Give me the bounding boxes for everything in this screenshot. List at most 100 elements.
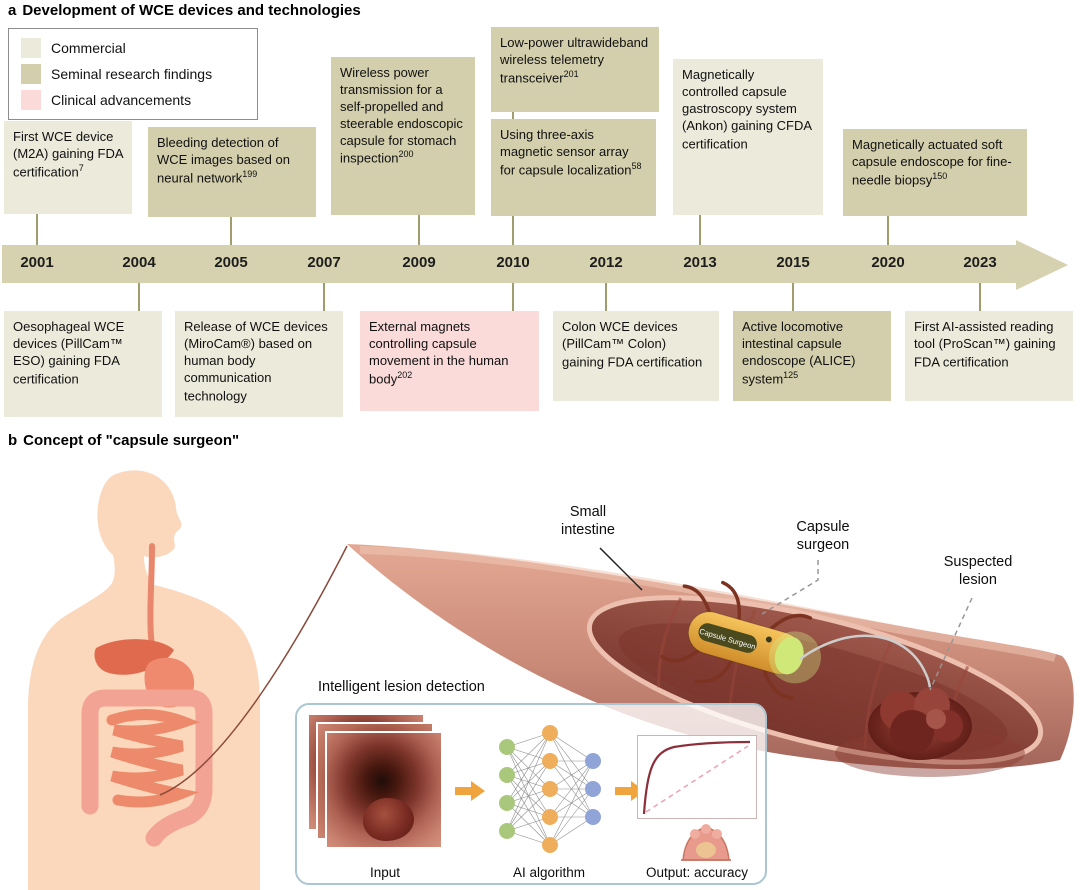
event-text: Oesophageal WCE devices (PillCam™ ESO) g… xyxy=(13,319,125,386)
timeline-event-2020: Magnetically actuated soft capsule endos… xyxy=(843,129,1027,216)
tick-2013 xyxy=(699,215,701,245)
event-ref: 202 xyxy=(397,369,413,380)
timeline-year: 2020 xyxy=(871,254,905,271)
timeline-event-2015: Active locomotive intestinal capsule end… xyxy=(733,311,891,401)
lesion-in-image xyxy=(363,798,414,842)
legend-label: Seminal research findings xyxy=(51,66,213,82)
timeline-arrowhead xyxy=(1016,240,1068,290)
panel-a-title-text: Development of WCE devices and technolog… xyxy=(22,2,361,19)
tick-2010-above xyxy=(512,216,514,245)
panel-a-letter: a xyxy=(8,2,17,19)
human-body-illustration xyxy=(28,470,260,890)
nn-input-nodes xyxy=(499,739,515,839)
timeline-event-2010-localization: Using three-axis magnetic sensor array f… xyxy=(491,119,656,216)
capsule-surgeon-leader xyxy=(761,560,819,615)
event-ref: 201 xyxy=(563,68,579,79)
tick-2010-bridge xyxy=(512,112,514,119)
inset-title: Intelligent lesion detection xyxy=(318,679,485,695)
small-intestine-coils xyxy=(106,708,200,808)
timeline-event-2023: First AI-assisted reading tool (ProScan™… xyxy=(905,311,1073,401)
algorithm-label: AI algorithm xyxy=(512,865,586,880)
small-intestine-label: Small intestine xyxy=(560,504,615,539)
nn-hidden-nodes xyxy=(542,725,558,853)
clinical-swatch xyxy=(21,90,41,110)
timeline-year: 2004 xyxy=(122,254,156,271)
suspected-lesion-illustration xyxy=(868,687,972,760)
timeline-year: 2010 xyxy=(496,254,530,271)
capsule-surgeon-illustration: Capsule Surgeon xyxy=(28,470,1074,890)
event-ref: 125 xyxy=(783,369,799,380)
roc-diagonal xyxy=(645,745,749,813)
timeline-arrow xyxy=(2,240,1068,290)
panel-b-title-text: Concept of "capsule surgeon" xyxy=(23,432,240,449)
event-ref: 200 xyxy=(398,149,414,160)
tick-2005 xyxy=(230,217,232,245)
timeline-event-2012: Colon WCE devices (PillCam™ Colon) gaini… xyxy=(553,311,719,401)
tick-2012 xyxy=(605,283,607,311)
capsule-label-plate xyxy=(698,623,757,653)
body-silhouette xyxy=(28,470,260,890)
timeline-year: 2005 xyxy=(214,254,248,271)
capsule-legs xyxy=(660,580,813,700)
event-text: First AI-assisted reading tool (ProScan™… xyxy=(914,319,1056,370)
panel-b-title: b Concept of "capsule surgeon" xyxy=(8,432,239,449)
legend-item-commercial: Commercial xyxy=(21,38,245,58)
timeline-event-2010-transceiver: Low-power ultrawideband wireless telemet… xyxy=(491,27,659,112)
panel-a-title: a Development of WCE devices and technolo… xyxy=(8,2,361,19)
suspected-lesion-leader xyxy=(929,597,973,691)
timeline-year: 2013 xyxy=(683,254,717,271)
nn-edges-hidden-output xyxy=(549,732,594,846)
event-text: Low-power ultrawideband wireless telemet… xyxy=(500,35,649,86)
timeline-year: 2007 xyxy=(307,254,341,271)
input-label: Input xyxy=(369,865,401,880)
tick-2023 xyxy=(979,283,981,311)
tick-2009 xyxy=(418,215,420,245)
roc-curve xyxy=(642,740,751,815)
event-ref: 150 xyxy=(932,170,948,181)
output-label: Output: accuracy xyxy=(645,865,749,880)
panel-b-letter: b xyxy=(8,432,18,449)
tick-2004 xyxy=(138,283,140,311)
event-ref: 199 xyxy=(242,168,258,179)
legend: Commercial Seminal research findings Cli… xyxy=(8,28,258,120)
roc-line xyxy=(642,740,751,815)
large-intestine xyxy=(81,689,213,847)
neural-network-diagram xyxy=(499,725,601,853)
tube-highlight xyxy=(359,546,1057,662)
tick-2020 xyxy=(887,216,889,245)
capsule-camera-dot xyxy=(765,636,772,643)
timeline-year: 2009 xyxy=(402,254,436,271)
legend-label: Clinical advancements xyxy=(51,92,192,108)
event-text: Bleeding detection of WCE images based o… xyxy=(157,135,290,186)
event-text: Colon WCE devices (PillCam™ Colon) gaini… xyxy=(562,319,703,370)
timeline-event-2010-magnets: External magnets controlling capsule mov… xyxy=(360,311,539,411)
timeline-event-2005: Bleeding detection of WCE images based o… xyxy=(148,127,316,217)
legend-item-clinical: Clinical advancements xyxy=(21,90,245,110)
tube-rim xyxy=(586,595,1044,765)
event-text: First WCE device (M2A) gaining FDA certi… xyxy=(13,129,123,180)
event-text: Wireless power transmission for a self-p… xyxy=(340,65,463,166)
nn-output-nodes xyxy=(585,753,601,825)
event-text: Using three-axis magnetic sensor array f… xyxy=(500,127,632,178)
nn-edges-input-hidden xyxy=(506,732,551,846)
commercial-swatch xyxy=(21,38,41,58)
timeline-year: 2015 xyxy=(776,254,810,271)
timeline-year: 2023 xyxy=(963,254,997,271)
timeline-event-2009: Wireless power transmission for a self-p… xyxy=(331,57,475,215)
event-text: Magnetically controlled capsule gastrosc… xyxy=(682,67,812,151)
legend-item-seminal: Seminal research findings xyxy=(21,64,245,84)
small-intestine-leader xyxy=(599,547,643,591)
lesion-detection-inset: Input AI algorithm Output: accuracy xyxy=(295,703,767,885)
seminal-swatch xyxy=(21,64,41,84)
zoom-pointer-line xyxy=(159,545,348,796)
suspected-lesion-label: Suspected lesion xyxy=(943,554,1013,589)
timeline-year: 2012 xyxy=(589,254,623,271)
capsule-robot: Capsule Surgeon xyxy=(660,580,821,700)
capsule-front-cap xyxy=(774,637,804,675)
roc-curve-panel xyxy=(637,735,757,819)
endoscopy-image-front xyxy=(325,731,443,849)
legend-label: Commercial xyxy=(51,40,126,56)
event-ref: 7 xyxy=(78,162,84,173)
timeline-event-2004: Oesophageal WCE devices (PillCam™ ESO) g… xyxy=(4,311,162,417)
